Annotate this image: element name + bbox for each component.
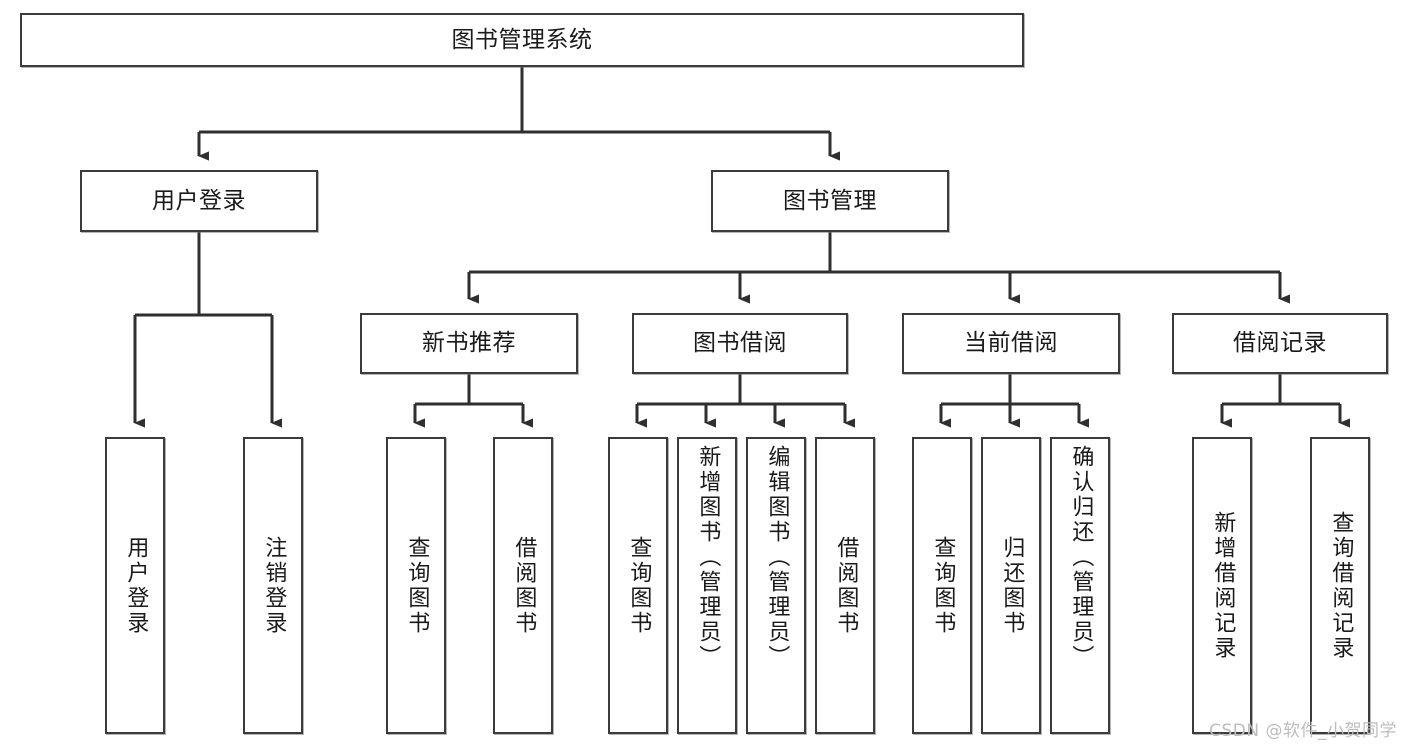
leaf-add-borrow-record[interactable]: 新增借阅记录 [1192,437,1252,734]
node-label: 查询图书 [930,535,956,636]
node-label: 查询图书 [404,535,430,636]
leaf-query-book-borrow[interactable]: 查询图书 [608,437,668,734]
node-label: 图书借阅 [693,330,787,357]
leaf-confirm-return[interactable]: 确认归还（管理员） [1050,437,1110,734]
node-label: 确认归还（管理员） [1068,445,1094,670]
node-label: 新增图书（管理员） [695,445,721,670]
leaf-borrow-book[interactable]: 借阅图书 [815,437,875,734]
node-label: 借阅记录 [1233,330,1327,357]
node-label: 借阅图书 [511,535,537,636]
node-book-manage[interactable]: 图书管理 [711,170,949,232]
node-label: 用户登录 [152,187,246,214]
node-label: 图书管理 [783,187,877,214]
node-label: 新增借阅记录 [1210,510,1236,661]
leaf-logout[interactable]: 注销登录 [243,437,303,734]
node-label: 编辑图书（管理员） [764,445,790,670]
leaf-edit-book[interactable]: 编辑图书（管理员） [746,437,806,734]
node-label: 当前借阅 [964,330,1058,357]
node-label: 新书推荐 [422,330,516,357]
node-root-system[interactable]: 图书管理系统 [20,13,1024,67]
leaf-borrow-book-new-rec[interactable]: 借阅图书 [493,437,553,734]
node-label: 用户登录 [123,535,149,636]
node-label: 查询借阅记录 [1328,510,1354,661]
node-book-borrow[interactable]: 图书借阅 [632,313,848,374]
node-label: 图书管理系统 [451,26,593,53]
node-user-login[interactable]: 用户登录 [80,170,318,232]
node-label: 归还图书 [999,535,1025,636]
node-label: 查询图书 [626,535,652,636]
leaf-add-book[interactable]: 新增图书（管理员） [677,437,737,734]
node-borrow-record[interactable]: 借阅记录 [1172,313,1388,374]
node-label: 借阅图书 [833,535,859,636]
leaf-query-book-current[interactable]: 查询图书 [912,437,972,734]
node-label: 注销登录 [261,535,287,636]
watermark: CSDN @软件_小贺同学 [1209,721,1397,741]
node-current-borrow[interactable]: 当前借阅 [902,313,1120,374]
leaf-return-book[interactable]: 归还图书 [981,437,1041,734]
leaf-query-borrow-record[interactable]: 查询借阅记录 [1310,437,1370,734]
leaf-user-login[interactable]: 用户登录 [105,437,165,734]
node-new-book-recommend[interactable]: 新书推荐 [360,313,578,374]
leaf-query-book-new-rec[interactable]: 查询图书 [386,437,446,734]
